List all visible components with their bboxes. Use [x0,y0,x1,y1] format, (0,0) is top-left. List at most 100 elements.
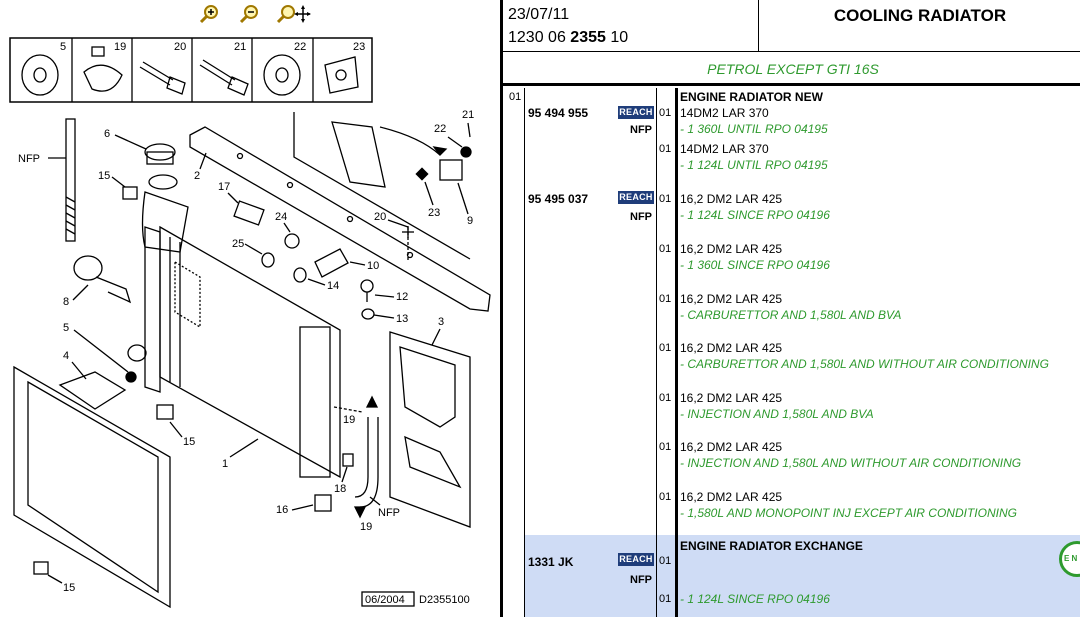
parts-list-pane: 23/07/11 1230 06 2355 10 COOLING RADIATO… [500,0,1080,617]
nfp-label: NFP [630,211,652,223]
drawing-stamp: 06/2004 D2355100 [361,591,470,607]
part-title: ENGINE RADIATOR EXCHANGE [680,539,863,553]
zoom-toolbar [0,0,500,27]
exchange-row-highlight [524,535,1080,617]
callout-label: 8 [63,296,69,308]
thumb-label: 23 [353,41,365,53]
part-applicability: - CARBURETTOR AND 1,580L AND WITHOUT AIR… [680,357,1049,371]
part-applicability: - INJECTION AND 1,580L AND BVA [680,407,874,421]
exchange-badge-icon[interactable]: E N [1059,541,1080,577]
reach-badge: REACH [618,191,654,204]
quantity: 01 [659,593,672,605]
quantity: 01 [659,107,672,119]
quantity: 01 [659,491,672,503]
zoom-out-button[interactable] [238,3,262,25]
lower-mounts: 15 16 18 [156,404,354,516]
page-header: 23/07/11 1230 06 2355 10 COOLING RADIATO… [503,0,1080,52]
sensor-group: 10 14 12 13 [293,248,408,325]
callout-label: 15 [63,582,75,594]
radiator-diagram: 5 19 20 21 22 23 NFP [9,37,491,609]
radiator-core: 1 [144,225,341,479]
quantity: 01 [659,293,672,305]
part-number[interactable]: 95 495 037 [528,192,589,206]
drain-plug-group: 8 5 [63,255,147,383]
quantity: 01 [659,555,672,567]
part-number[interactable]: 95 494 955 [528,106,589,120]
engine-filter-subtitle: PETROL EXCEPT GTI 16S [707,61,879,77]
quantity: 01 [659,441,672,453]
part-applicability: - 1 124L SINCE RPO 04196 [680,208,830,222]
part-description: 16,2 DM2 LAR 425 [680,242,783,256]
callout-label: NFP [378,507,400,519]
callout-label: 1 [222,458,228,470]
header-divider [758,0,759,52]
callout-label: 23 [428,207,440,219]
thumb-label: 20 [174,41,186,53]
part-description: 16,2 DM2 LAR 425 [680,192,783,206]
nfp-label: NFP [630,124,652,136]
drawing-ref: D2355100 [419,594,470,606]
exploded-diagram-pane: 5 19 20 21 22 23 NFP [0,0,500,617]
catalogue-reference: 1230 06 2355 10 [508,29,629,46]
callout-label: 17 [218,181,230,193]
callout-label: 10 [367,260,379,272]
part-number[interactable]: 1331 JK [528,555,574,569]
callout-label: 12 [396,291,408,303]
reach-badge: REACH [618,106,654,119]
thumb-label: 21 [234,41,246,53]
thumb-label: 22 [294,41,306,53]
part-description: 16,2 DM2 LAR 425 [680,440,783,454]
nfp-label: NFP [630,574,652,586]
coolant-hose: 19 NFP 19 [333,395,400,533]
callout-label: 24 [275,211,287,223]
zoom-in-button[interactable] [198,3,222,25]
callout-label: 6 [104,128,110,140]
callout-label: 19 [343,414,355,426]
quantity: 01 [659,143,672,155]
upper-crossmember: 2 [189,126,491,312]
callout-label: 16 [276,504,288,516]
drain-rod: NFP [18,118,76,242]
callout-label: 22 [434,123,446,135]
date-stamp: 06/2004 [365,594,405,606]
part-applicability: - 1 124L SINCE RPO 04196 [680,592,830,606]
callout-label: 3 [438,316,444,328]
part-applicability: - 1 124L UNTIL RPO 04195 [680,158,828,172]
part-title: ENGINE RADIATOR NEW [680,90,823,104]
fan-shroud: 4 15 [13,350,171,609]
quantity: 01 [659,193,672,205]
callout-label: 5 [63,322,69,334]
parts-table: 01 ENGINE RADIATOR NEW 95 494 955 REACH … [503,88,1080,617]
part-description: 16,2 DM2 LAR 425 [680,490,783,504]
inset-detail: 22 21 23 9 20 [293,109,474,262]
part-description: 16,2 DM2 LAR 425 [680,292,783,306]
sequence-number: 01 [509,91,522,103]
part-applicability: - INJECTION AND 1,580L AND WITHOUT AIR C… [680,456,1022,470]
callout-label: 25 [232,238,244,250]
part-description: 16,2 DM2 LAR 425 [680,391,783,405]
page-title: COOLING RADIATOR [833,6,1007,25]
small-parts-upper: 17 24 25 [218,181,300,268]
quantity: 01 [659,342,672,354]
thumb-label: 5 [60,41,66,53]
part-description: 14DM2 LAR 370 [680,142,769,156]
zoom-out-icon [239,5,258,24]
subtitle-bar: PETROL EXCEPT GTI 16S [503,53,1080,86]
part-applicability: - 1 360L SINCE RPO 04196 [680,258,830,272]
thumb-label: 19 [114,41,126,53]
callout-label: 18 [334,483,346,495]
expansion-tank: 6 15 [98,128,189,253]
quantity: 01 [659,392,672,404]
callout-label: 2 [194,170,200,182]
part-description: 16,2 DM2 LAR 425 [680,341,783,355]
zoom-pan-button[interactable] [275,3,311,25]
part-applicability: - 1,580L AND MONOPOINT INJ EXCEPT AIR CO… [680,506,1017,520]
side-panel: 3 [389,316,471,528]
quantity: 01 [659,243,672,255]
thumbnail-strip: 5 19 20 21 22 23 [9,37,373,103]
callout-label: 21 [462,109,474,121]
callout-label: 13 [396,313,408,325]
callout-label: 15 [183,436,195,448]
part-description: 14DM2 LAR 370 [680,106,769,120]
callout-label: 15 [98,170,110,182]
